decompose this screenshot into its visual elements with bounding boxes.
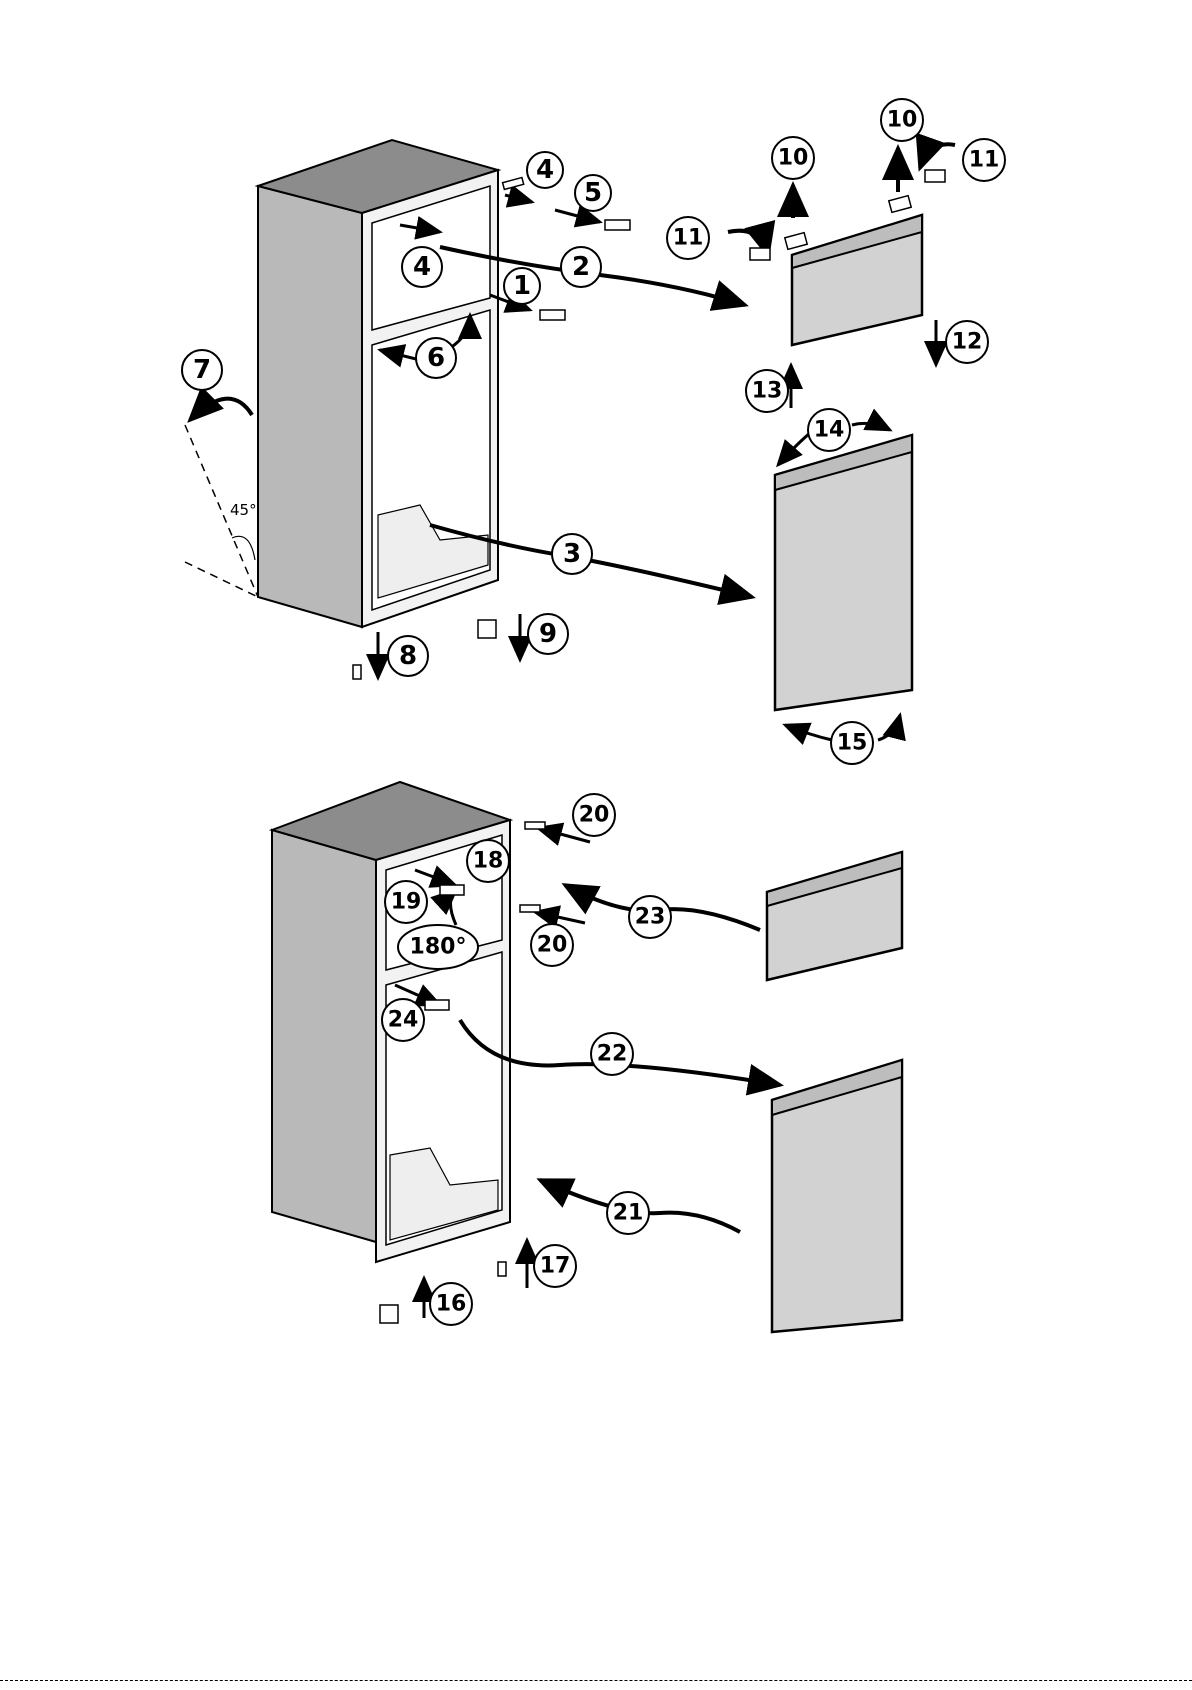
svg-text:21: 21 <box>613 1201 644 1226</box>
arrow-20b <box>535 912 585 923</box>
door-cap-c <box>750 248 770 260</box>
fridge-top-side-panel <box>258 186 362 627</box>
cap-20b <box>520 905 540 912</box>
svg-text:10: 10 <box>887 108 918 133</box>
svg-text:6: 6 <box>427 343 445 373</box>
angle-arc <box>232 536 255 560</box>
svg-text:17: 17 <box>540 1254 571 1279</box>
foot-8 <box>353 665 361 679</box>
callout-10a: 10 <box>772 137 814 179</box>
svg-text:5: 5 <box>584 178 602 208</box>
svg-text:20: 20 <box>579 803 610 828</box>
callout-13: 13 <box>746 370 788 412</box>
callout-20a: 20 <box>573 794 615 836</box>
fridge-door-top <box>775 435 912 710</box>
callout-4-inner: 4 <box>402 247 442 287</box>
door-cap-b <box>889 196 911 213</box>
callout-180-deg: 180° <box>398 925 478 969</box>
callout-17: 17 <box>534 1245 576 1287</box>
svg-text:11: 11 <box>969 148 1000 173</box>
hinge-24 <box>425 1000 449 1010</box>
callout-23: 23 <box>629 896 671 938</box>
fridge-top: 45° <box>185 140 498 627</box>
callout-5: 5 <box>575 175 611 211</box>
svg-text:2: 2 <box>572 252 590 282</box>
callout-18: 18 <box>467 840 509 882</box>
svg-text:4: 4 <box>536 155 554 185</box>
fridge-door-bottom <box>772 1060 902 1332</box>
foot-17 <box>498 1262 506 1276</box>
door-cap-a <box>785 233 807 250</box>
hinge-16 <box>380 1305 398 1323</box>
callout-9: 9 <box>528 614 568 654</box>
callout-7: 7 <box>182 350 222 390</box>
arrow-15b <box>878 715 900 740</box>
callout-2: 2 <box>561 247 601 287</box>
page-bottom-rule <box>0 1680 1192 1681</box>
svg-text:180°: 180° <box>410 935 467 960</box>
svg-text:14: 14 <box>814 418 845 443</box>
hinge-18 <box>440 885 464 895</box>
svg-text:18: 18 <box>473 849 504 874</box>
callout-12: 12 <box>946 321 988 363</box>
freezer-door-bottom <box>767 852 902 980</box>
svg-text:20: 20 <box>537 933 568 958</box>
svg-text:23: 23 <box>635 905 666 930</box>
arrow-11b <box>920 144 955 168</box>
callout-3: 3 <box>552 534 592 574</box>
svg-text:10: 10 <box>778 146 809 171</box>
arrow-4-upper <box>505 195 532 202</box>
callout-24: 24 <box>382 999 424 1041</box>
callout-21: 21 <box>607 1192 649 1234</box>
arrow-7 <box>190 399 252 420</box>
callout-14: 14 <box>808 409 850 451</box>
callout-16: 16 <box>430 1283 472 1325</box>
svg-text:8: 8 <box>399 641 417 671</box>
svg-text:24: 24 <box>388 1008 419 1033</box>
arrow-15 <box>785 725 832 740</box>
callout-11a: 11 <box>667 217 709 259</box>
arrow-14b <box>852 423 890 430</box>
svg-text:11: 11 <box>673 226 704 251</box>
hinge-cover-4 <box>503 178 524 190</box>
callout-1: 1 <box>504 268 540 304</box>
svg-text:13: 13 <box>752 379 783 404</box>
callout-6: 6 <box>416 338 456 378</box>
callout-8: 8 <box>388 636 428 676</box>
callout-20b: 20 <box>531 924 573 966</box>
svg-text:1: 1 <box>513 271 531 301</box>
svg-text:7: 7 <box>193 355 211 385</box>
hinge-5 <box>605 220 630 230</box>
callout-19: 19 <box>385 881 427 923</box>
callout-4-upper: 4 <box>527 152 563 188</box>
svg-text:19: 19 <box>391 890 422 915</box>
svg-text:12: 12 <box>952 330 983 355</box>
cap-20a <box>525 822 545 829</box>
callout-10b: 10 <box>881 99 923 141</box>
callout-15: 15 <box>831 722 873 764</box>
svg-text:3: 3 <box>563 539 581 569</box>
svg-text:22: 22 <box>597 1042 628 1067</box>
svg-text:4: 4 <box>413 252 431 282</box>
floor-guide-line <box>185 562 258 597</box>
svg-text:16: 16 <box>436 1292 467 1317</box>
hinge-9 <box>478 620 496 638</box>
svg-text:9: 9 <box>539 619 557 649</box>
angle-label: 45° <box>230 501 257 519</box>
door-cap-d <box>925 170 945 182</box>
fridge-bottom-side-panel <box>272 830 376 1242</box>
callout-11b: 11 <box>963 139 1005 181</box>
freezer-door-top <box>750 170 945 345</box>
callout-22: 22 <box>591 1033 633 1075</box>
hinge-1 <box>540 310 565 320</box>
svg-text:15: 15 <box>837 731 868 756</box>
